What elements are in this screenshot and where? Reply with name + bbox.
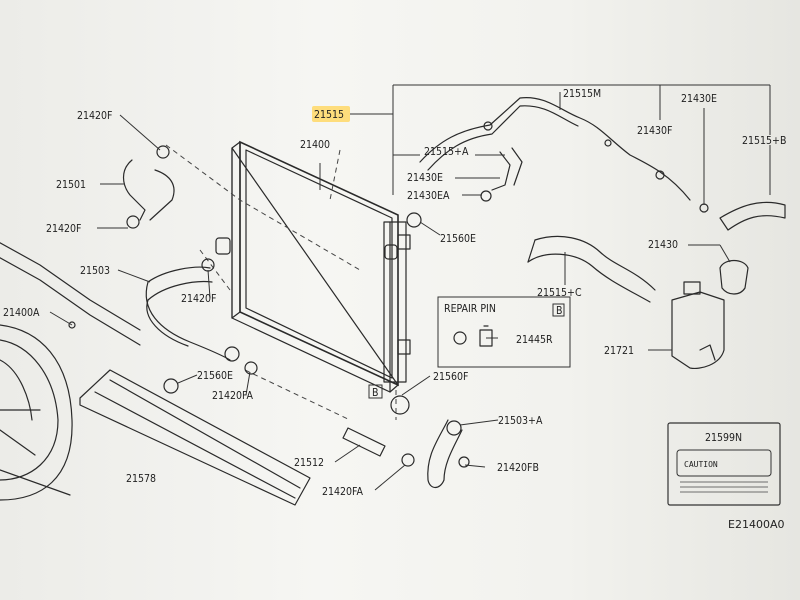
mount-21560f[interactable] xyxy=(390,395,410,415)
part-labels: 21420F 21501 21420F 21503 21400A 21420F … xyxy=(3,88,786,498)
clip-21430e-top[interactable] xyxy=(699,203,709,213)
dashed-guide xyxy=(165,144,361,271)
label-21560e-right: 21560E xyxy=(440,233,476,245)
label-21420fa-bot: 21420FA xyxy=(322,486,364,498)
clip-21430f[interactable] xyxy=(483,121,493,131)
hose-21515-c[interactable] xyxy=(527,235,656,303)
mount-21560e-right[interactable] xyxy=(406,212,422,228)
dashed-guide xyxy=(244,369,351,421)
label-21420f-mid: 21420F xyxy=(46,223,81,235)
hose-21503-a[interactable] xyxy=(427,419,470,489)
label-21515m: 21515M xyxy=(563,88,601,100)
label-21501: 21501 xyxy=(56,179,86,191)
hose-21515m[interactable] xyxy=(419,97,691,201)
label-21578: 21578 xyxy=(126,473,156,485)
repair-pin-ref: B xyxy=(556,305,562,317)
label-21515b: 21515+B xyxy=(742,135,786,147)
label-21430e-top: 21430E xyxy=(681,93,717,105)
clamp-21420fa-left[interactable] xyxy=(244,361,258,375)
label-21560e-left: 21560E xyxy=(197,370,233,382)
cap-21430[interactable] xyxy=(719,259,749,295)
label-21430ea: 21430EA xyxy=(407,190,450,202)
mount-21560e-left[interactable] xyxy=(163,378,179,394)
label-21420fb: 21420FB xyxy=(497,462,539,474)
repair-pin-box[interactable]: REPAIR PIN B xyxy=(437,296,571,368)
label-21430e-mid: 21430E xyxy=(407,172,443,184)
label-21599n: 21599N xyxy=(705,432,742,444)
label-21512: 21512 xyxy=(294,457,324,469)
label-21503a: 21503+A xyxy=(498,415,543,427)
label-21515a: 21515+A xyxy=(424,146,469,158)
diagram-code: E21400A0 xyxy=(728,518,784,531)
fan-shroud[interactable] xyxy=(0,240,141,501)
clip-21430f-c[interactable] xyxy=(604,139,612,147)
label-21721: 21721 xyxy=(604,345,634,357)
label-21515: 21515 xyxy=(314,109,344,121)
reservoir-21721[interactable] xyxy=(671,281,725,370)
clip-21430ea[interactable] xyxy=(480,190,492,202)
bracket-21578[interactable] xyxy=(79,369,311,506)
leader-lines xyxy=(49,84,771,491)
label-21420fa-left: 21420FA xyxy=(212,390,254,402)
label-21445r: 21445R xyxy=(516,334,553,346)
label-21400a: 21400A xyxy=(3,307,40,319)
svg-text:B: B xyxy=(372,387,378,399)
label-21420f-low: 21420F xyxy=(181,293,216,305)
radiator-21400[interactable] xyxy=(215,140,411,393)
label-21400: 21400 xyxy=(300,139,330,151)
bolt-21400a[interactable] xyxy=(68,321,76,329)
label-21560f: 21560F xyxy=(433,371,468,383)
hose-21515-a[interactable] xyxy=(491,147,523,191)
caution-text: CAUTION xyxy=(684,460,718,469)
ref-box: B xyxy=(368,384,383,399)
label-21430: 21430 xyxy=(648,239,678,251)
hose-21515-b[interactable] xyxy=(719,201,786,231)
clip-21430f-b[interactable] xyxy=(655,170,665,180)
hose-21503[interactable] xyxy=(145,258,240,362)
label-21420f-top: 21420F xyxy=(77,110,112,122)
repair-pin-icon xyxy=(453,331,467,345)
label-21503: 21503 xyxy=(80,265,110,277)
highlight-marker xyxy=(312,106,350,122)
pipe-21512[interactable] xyxy=(342,427,415,467)
caution-label-21599n[interactable]: 21599N CAUTION xyxy=(667,422,781,506)
upper-pipe-21501[interactable] xyxy=(122,145,175,229)
repair-pin-title: REPAIR PIN xyxy=(444,303,496,315)
label-21515c: 21515+C xyxy=(537,287,582,299)
label-21430f: 21430F xyxy=(637,125,672,137)
repair-pin-clip-icon xyxy=(479,325,493,347)
